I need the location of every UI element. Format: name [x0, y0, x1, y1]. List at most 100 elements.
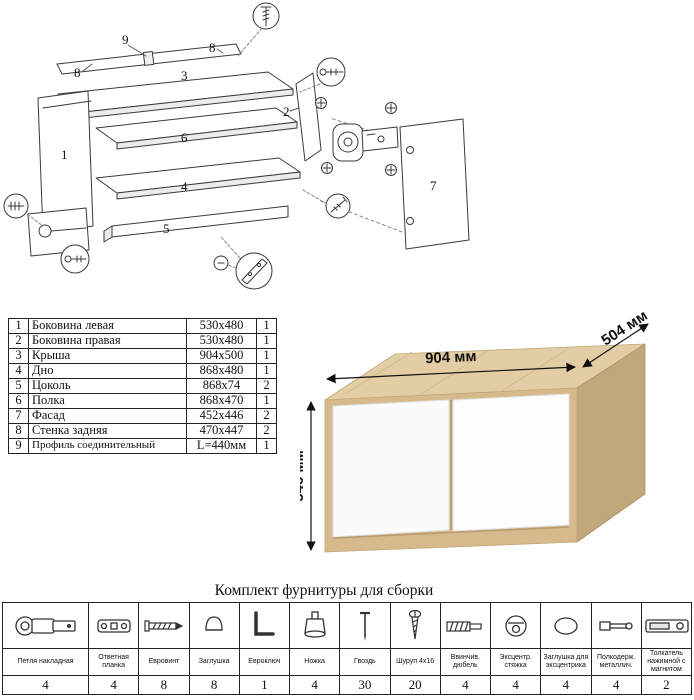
- hw-label-cell: Полкодерж. металлич.: [590, 648, 642, 676]
- part-number-cell: 6: [8, 393, 29, 409]
- hw-qty-cell: 4: [439, 675, 492, 695]
- back-panels: [56, 43, 242, 75]
- table-row: 7 Фасад 452x446 2: [8, 408, 277, 424]
- part-name-cell: Боковина правая: [28, 333, 187, 349]
- part-number-cell: 3: [8, 348, 29, 364]
- camlock-icon: [504, 614, 527, 637]
- hw-icon-cell: [238, 602, 291, 649]
- hardware-qty-row: 4 4 8 8 1 4 30 20 4 4 4 4 2: [2, 675, 693, 695]
- part-number-cell: 9: [8, 438, 29, 454]
- part-label-2: 2: [283, 104, 290, 119]
- hw-label-cell: Ввинчив. дюбель: [439, 648, 492, 676]
- part-label-1: 1: [61, 147, 68, 162]
- pushlatch-icon: [645, 618, 689, 633]
- euroscrew-icon: [144, 619, 184, 632]
- hw-label-cell: Заглушка для эксцентрика: [540, 648, 592, 676]
- part-number-cell: 5: [8, 378, 29, 394]
- callout-profile-bottom: [213, 235, 273, 290]
- hinge-icon: [14, 615, 76, 636]
- part-size-cell: 868x74: [186, 378, 257, 394]
- part-size-cell: 904x500: [186, 348, 257, 364]
- hw-label-cell: Заглушка: [188, 648, 240, 676]
- hardware-icon-row: [2, 602, 693, 649]
- hexkey-icon: [254, 610, 276, 636]
- hw-icon-cell: [2, 602, 89, 649]
- hardware-kit-title: Комплект фурнитуры для сборки: [214, 582, 434, 599]
- hw-label-cell: Евровинт: [138, 648, 190, 676]
- hw-label-cell: Толкатель нажимной с магнитом: [640, 648, 693, 676]
- part-number-cell: 8: [8, 423, 29, 439]
- height-dimension-label: 546 мм: [300, 450, 307, 501]
- hw-icon-cell: [439, 602, 492, 649]
- parts-table: 1 Боковина левая 530x480 1 2 Боковина пр…: [8, 318, 277, 454]
- part-size-cell: 452x446: [186, 408, 257, 424]
- hardware-label-row: Петля накладная Ответная планка Евровинт…: [2, 648, 693, 676]
- hw-label-cell: Шуруп 4x16: [389, 648, 441, 676]
- strike-plate-icon: [96, 618, 131, 633]
- table-row: 8 Стенка задняя 470x447 2: [8, 423, 277, 439]
- table-row: 9 Профиль соединительный L=440мм 1: [8, 438, 277, 454]
- table-row: 1 Боковина левая 530x480 1: [8, 318, 277, 334]
- hw-qty-cell: 4: [540, 675, 592, 695]
- part-size-cell: 530x480: [186, 318, 257, 334]
- part-name-cell: Профиль соединительный: [28, 438, 187, 454]
- part-qty-cell: 2: [256, 423, 277, 439]
- hw-qty-cell: 30: [339, 675, 391, 695]
- callout-screw-top: [237, 2, 280, 57]
- part-number-cell: 7: [8, 408, 29, 424]
- part-label-7: 7: [430, 178, 437, 193]
- part-number-cell: 4: [8, 363, 29, 379]
- hw-qty-cell: 8: [138, 675, 190, 695]
- part-qty-cell: 1: [256, 363, 277, 379]
- camcap-icon: [554, 616, 578, 635]
- hw-icon-cell: [288, 602, 341, 649]
- part-name-cell: Боковина левая: [28, 318, 187, 334]
- part-name-cell: Дно: [28, 363, 187, 379]
- part-qty-cell: 1: [256, 333, 277, 349]
- part-size-cell: 868x480: [186, 363, 257, 379]
- hw-label-cell: Евроключ: [238, 648, 291, 676]
- shelfpin-icon: [599, 620, 633, 631]
- table-row: 6 Полка 868x470 1: [8, 393, 277, 409]
- part-name-cell: Полка: [28, 393, 187, 409]
- part-label-6: 6: [181, 130, 188, 145]
- part-label-3: 3: [181, 68, 188, 83]
- part-qty-cell: 1: [256, 438, 277, 454]
- hw-icon-cell: [489, 602, 542, 649]
- part-qty-cell: 2: [256, 408, 277, 424]
- foot-icon: [303, 610, 326, 638]
- part-number-cell: 2: [8, 333, 29, 349]
- width-dimension-label: 904 мм: [425, 348, 477, 367]
- cabinet-right-door: [452, 393, 570, 532]
- hw-icon-cell: [389, 602, 441, 649]
- hw-icon-cell: [188, 602, 240, 649]
- part-shelf: [95, 107, 298, 150]
- hw-qty-cell: 2: [640, 675, 693, 695]
- depth-dimension-label: 504 мм: [598, 307, 650, 349]
- table-row: 4 Дно 868x480 1: [8, 363, 277, 379]
- exploded-diagram: 9 8 8 3 1 2 6 4 5 7: [3, 2, 470, 290]
- screw-icon: [409, 609, 422, 639]
- hw-label-cell: Эксцентр. стяжка: [489, 648, 542, 676]
- hw-icon-cell: [138, 602, 190, 649]
- part-number-cell: 1: [8, 318, 29, 334]
- callout-screw-right: [302, 189, 351, 219]
- screw-head-markers: [315, 97, 397, 176]
- hw-icon-cell: [640, 602, 693, 649]
- hw-label-cell: Петля накладная: [2, 648, 89, 676]
- hinge-detail: [332, 123, 399, 162]
- hw-label-cell: Гвоздь: [339, 648, 391, 676]
- width-dimension-arrow: [326, 362, 576, 384]
- hw-qty-cell: 4: [87, 675, 140, 695]
- part-label-8b: 8: [209, 40, 216, 55]
- hw-qty-cell: 4: [489, 675, 542, 695]
- hw-qty-cell: 8: [188, 675, 240, 695]
- part-name-cell: Фасад: [28, 408, 187, 424]
- hw-icon-cell: [87, 602, 140, 649]
- callout-cam-bolt-right: [299, 57, 346, 93]
- depth-dimension-arrow: [582, 323, 649, 368]
- part-qty-cell: 1: [256, 348, 277, 364]
- part-name-cell: Цоколь: [28, 378, 187, 394]
- part-right-side: [295, 72, 322, 162]
